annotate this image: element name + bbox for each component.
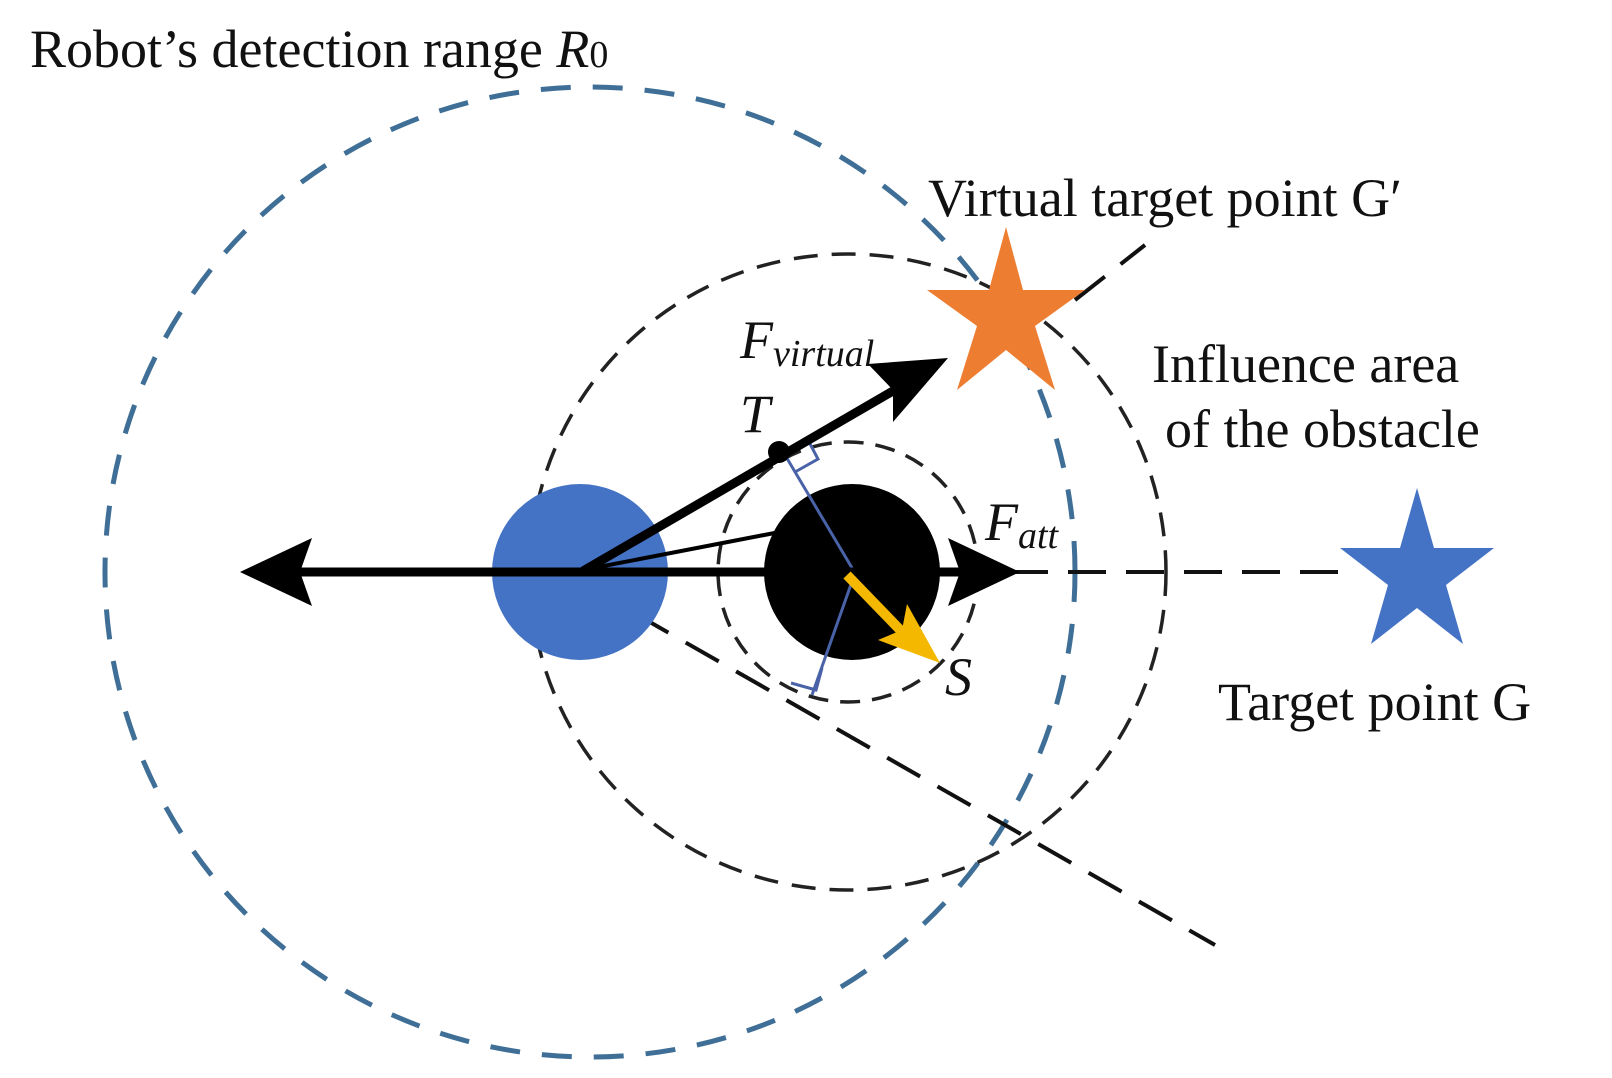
virtual-target-label: Virtual target point G′ xyxy=(928,168,1402,228)
detection-range-label: Robot’s detection range R0 xyxy=(30,19,608,79)
f-virtual-arrow xyxy=(580,380,908,575)
point-s-label: S xyxy=(945,647,972,707)
repulsive-arrowhead xyxy=(240,538,312,606)
influence-area-label-line2: of the obstacle xyxy=(1165,399,1480,459)
f-att-symbol: F xyxy=(984,492,1019,552)
lower-tangent-line xyxy=(584,583,1216,947)
f-virtual-arrowhead xyxy=(868,358,948,422)
f-virtual-subscript: virtual xyxy=(773,333,874,375)
point-t-label: T xyxy=(740,384,774,444)
point-t xyxy=(768,441,790,463)
virtual-target-star-icon xyxy=(927,227,1085,390)
right-angle-marker-lower xyxy=(790,667,824,692)
s-force-arrow xyxy=(843,571,909,639)
f-virtual-symbol: F xyxy=(739,310,774,370)
s-force-arrowhead xyxy=(878,604,940,663)
detection-range-symbol: R xyxy=(555,19,589,79)
detection-range-subscript: 0 xyxy=(589,34,608,76)
f-att-subscript: att xyxy=(1018,515,1060,557)
tangent-segment xyxy=(582,528,791,572)
target-star-icon xyxy=(1340,488,1494,644)
upper-tangent-line xyxy=(1073,243,1147,302)
f-att-label: Fatt xyxy=(984,492,1060,557)
target-point-label: Target point G xyxy=(1218,672,1531,732)
perpendicular-line xyxy=(783,454,857,574)
f-att-arrowhead xyxy=(948,538,1020,606)
influence-area-label-line1: Influence area xyxy=(1152,334,1459,394)
f-virtual-label: Fvirtual xyxy=(739,310,874,375)
detection-range-text: Robot’s detection range xyxy=(30,19,556,79)
right-angle-marker-upper xyxy=(794,439,821,474)
